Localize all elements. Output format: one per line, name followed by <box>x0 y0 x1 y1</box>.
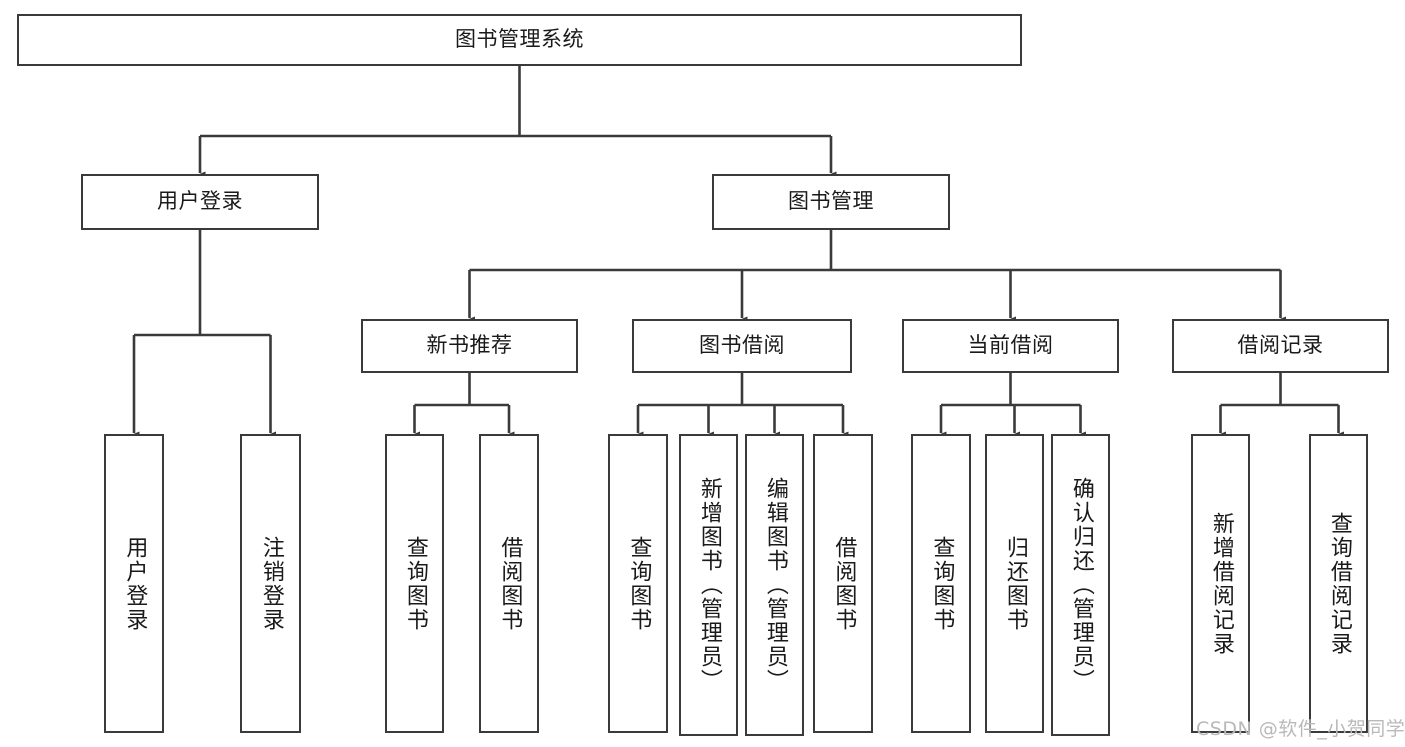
node-leaf-confirm-return-admin[interactable]: 确认归还（管理员） <box>1051 434 1110 736</box>
node-leaf-user-login[interactable]: 用户登录 <box>104 434 164 733</box>
node-leaf-query-book-1[interactable]: 查询图书 <box>385 434 444 733</box>
node-leaf-return-book[interactable]: 归还图书 <box>985 434 1044 733</box>
node-borrow-record[interactable]: 借阅记录 <box>1172 319 1389 373</box>
node-root[interactable]: 图书管理系统 <box>17 14 1022 66</box>
node-leaf-borrow-book-1[interactable]: 借阅图书 <box>479 434 539 733</box>
node-current-borrow[interactable]: 当前借阅 <box>902 319 1119 373</box>
node-new-book-recommend[interactable]: 新书推荐 <box>361 319 578 373</box>
node-leaf-query-book-2[interactable]: 查询图书 <box>608 434 668 733</box>
node-leaf-edit-book-admin[interactable]: 编辑图书（管理员） <box>745 434 804 736</box>
node-leaf-logout[interactable]: 注销登录 <box>240 434 301 733</box>
node-book-borrow[interactable]: 图书借阅 <box>632 319 852 373</box>
csdn-watermark: CSDN @软件_小贺同学 <box>1196 718 1405 740</box>
node-leaf-add-book-admin[interactable]: 新增图书（管理员） <box>679 434 738 736</box>
node-leaf-query-borrow-record[interactable]: 查询借阅记录 <box>1309 434 1368 733</box>
node-leaf-add-borrow-record[interactable]: 新增借阅记录 <box>1191 434 1250 733</box>
node-leaf-query-book-3[interactable]: 查询图书 <box>911 434 971 733</box>
node-book-manage[interactable]: 图书管理 <box>712 174 950 230</box>
node-user-login[interactable]: 用户登录 <box>81 174 319 230</box>
node-leaf-borrow-book-2[interactable]: 借阅图书 <box>813 434 873 733</box>
